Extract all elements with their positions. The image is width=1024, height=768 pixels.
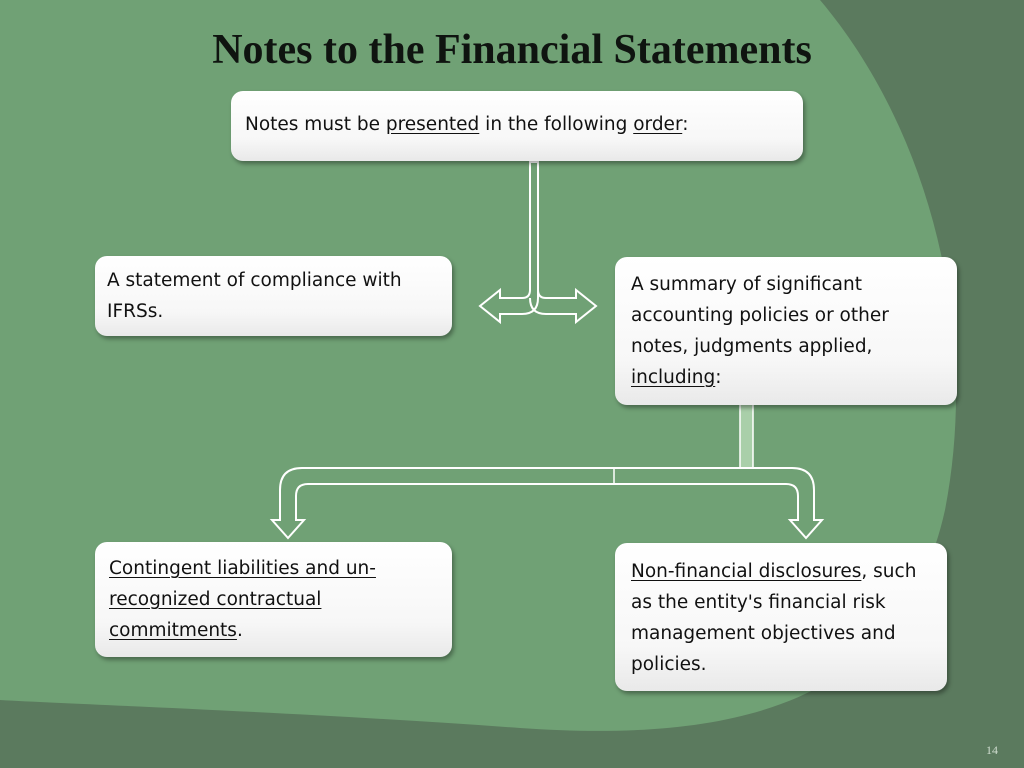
underlined-term-presented: presented: [385, 114, 480, 135]
box-summary-of-policies: A summary of significant accounting poli…: [615, 257, 957, 405]
box-statement-of-compliance: A statement of compliance with IFRSs.: [95, 256, 452, 336]
box-presentation-order: Notes must be presented in the following…: [231, 91, 803, 161]
underlined-term-contingent-liabilities: Contingent liabilities and un-recognized…: [109, 558, 376, 641]
text-segment: :: [682, 114, 689, 135]
page-number: 14: [986, 743, 998, 757]
slide-title: Notes to the Financial Statements: [212, 27, 812, 73]
underlined-term-non-financial-disclosures: Non-financial disclosures: [631, 561, 862, 582]
underlined-term-including: including: [631, 367, 716, 388]
box-contingent-liabilities: Contingent liabilities and un-recognized…: [95, 542, 452, 657]
text-segment: in the following: [479, 114, 634, 135]
split-arrow-top: [478, 161, 539, 325]
text-segment: :: [715, 367, 722, 388]
text-segment: Notes must be: [245, 114, 386, 135]
box-non-financial-disclosures: Non-financial disclosures, such as the e…: [615, 543, 947, 691]
text-segment: .: [236, 620, 243, 641]
branch-arrow-bottom: [269, 467, 825, 540]
underlined-term-order: order: [633, 114, 683, 135]
stem-right-box: [739, 403, 754, 469]
compliance-text: A statement of compliance with IFRSs.: [107, 270, 402, 322]
text-segment: A summary of significant accounting poli…: [631, 274, 889, 357]
text-segment: , such as the entity's financial risk ma…: [631, 561, 917, 675]
split-arrow-top-right: [529, 162, 598, 325]
